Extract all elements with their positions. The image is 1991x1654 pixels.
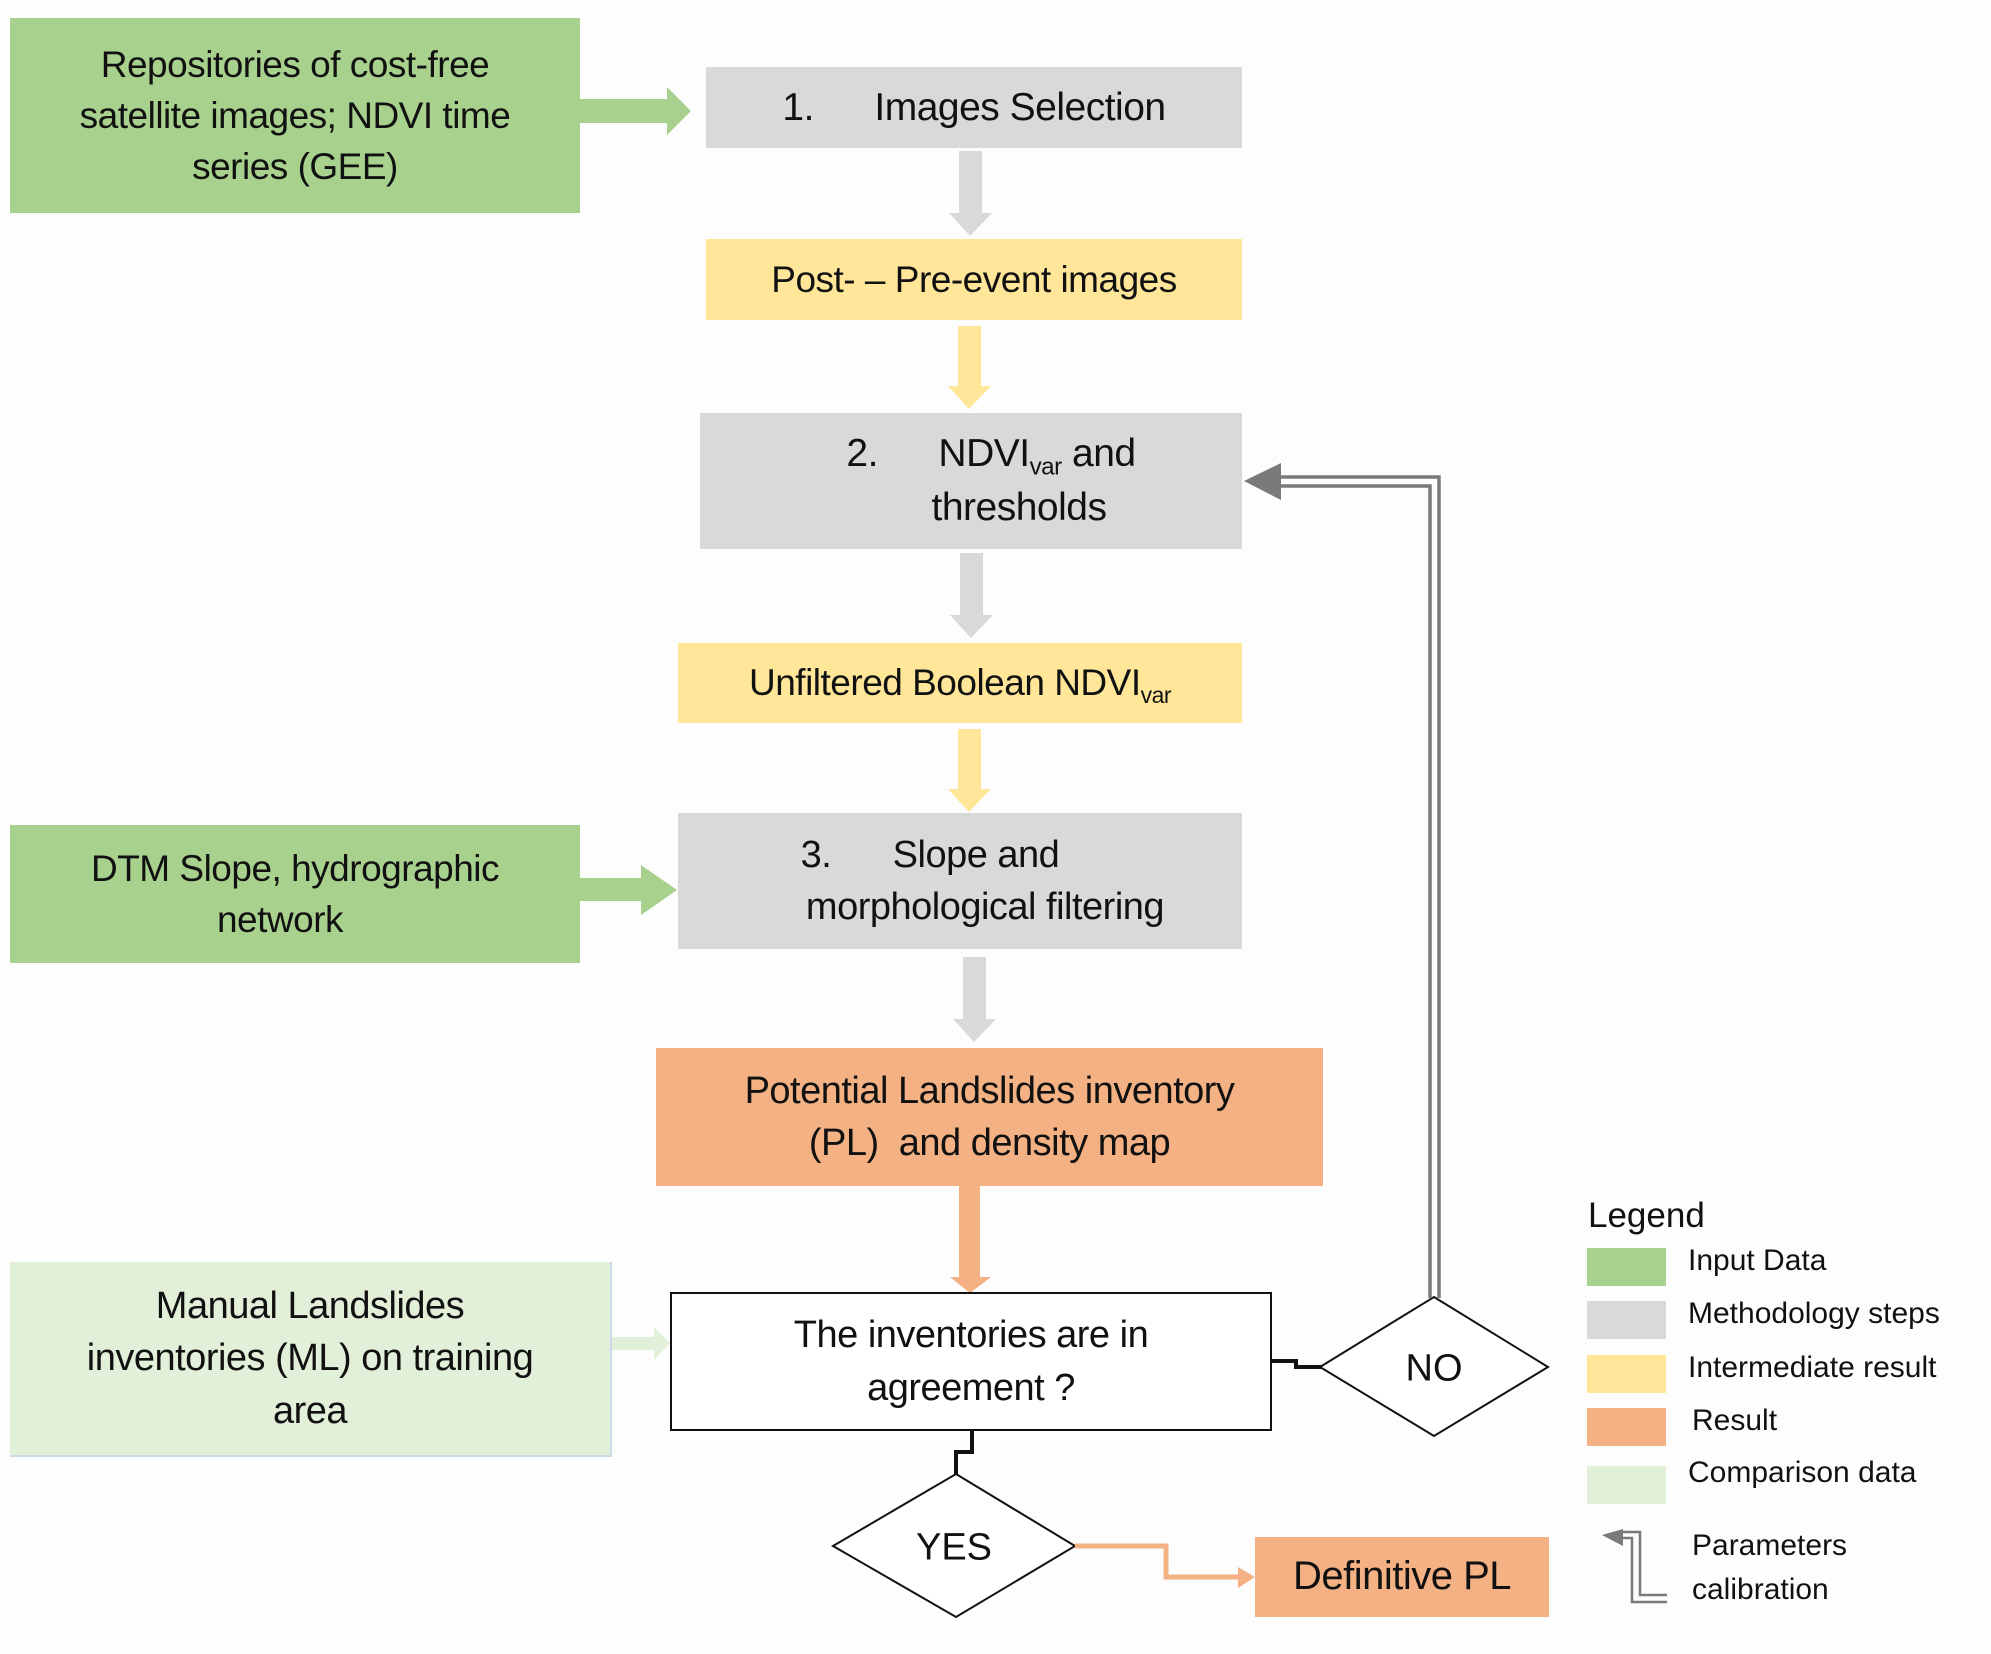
legend-title: Legend xyxy=(1588,1196,1705,1235)
legend-calibration-line-2: calibration xyxy=(1692,1573,1829,1606)
step-label: Images Selection xyxy=(874,85,1166,129)
arrow-potential-to-decision xyxy=(950,1186,991,1293)
yes-diamond xyxy=(831,1472,1077,1619)
potential-line-2: (PL) and density map xyxy=(808,1122,1171,1164)
no-diamond xyxy=(1318,1295,1550,1438)
node-potential-inventory: Potential Landslides inventory (PL) and … xyxy=(656,1048,1323,1186)
manual-line-3: area xyxy=(272,1389,348,1432)
legend-swatch xyxy=(1587,1248,1666,1286)
arrow-dtm-to-slope xyxy=(580,865,677,915)
arrow-ndvi-to-unfiltered xyxy=(950,553,993,638)
arrow-selection-to-post-pre xyxy=(949,151,992,236)
repositories-line-3: series (GEE) xyxy=(192,146,398,188)
legend-calibration-line-1: Parameters xyxy=(1692,1529,1848,1562)
dtm-line-1: DTM Slope, hydrographic xyxy=(90,847,500,889)
legend-swatch xyxy=(1587,1301,1666,1339)
potential-line-1: Potential Landslides inventory xyxy=(744,1069,1235,1112)
node-ndvi-thresholds: 2. NDVIvar and thresholds xyxy=(700,413,1242,549)
double-line-arrow-icon xyxy=(1602,1529,1667,1604)
legend-swatch xyxy=(1587,1355,1666,1393)
manual-line-1: Manual Landslides xyxy=(155,1284,465,1327)
repositories-line-2: satellite images; NDVI time xyxy=(79,94,511,136)
legend-label: Intermediate result xyxy=(1688,1351,1937,1384)
slope-line-2: morphological filtering xyxy=(805,886,1165,928)
ndvi-main: NDVI xyxy=(938,432,1030,476)
connector-decision-to-no xyxy=(1272,1359,1321,1369)
step-number: 1. xyxy=(782,85,814,129)
arrow-yes-to-definitive xyxy=(1075,1543,1255,1588)
node-agreement-check: The inventories are in agreement ? xyxy=(670,1292,1272,1431)
step-number: 2. xyxy=(846,432,878,476)
node-dtm-slope: DTM Slope, hydrographic network xyxy=(10,825,580,963)
repositories-line-1: Repositories of cost-free xyxy=(100,43,490,85)
unfiltered-subscript: var xyxy=(1140,682,1172,709)
connector-decision-to-yes xyxy=(954,1431,974,1474)
node-repositories: Repositories of cost-free satellite imag… xyxy=(10,18,580,213)
yes-label: YES xyxy=(915,1526,993,1569)
agreement-line-1: The inventories are in xyxy=(793,1314,1149,1357)
legend-swatch xyxy=(1587,1466,1666,1504)
manual-line-2: inventories (ML) on training xyxy=(86,1337,534,1380)
arrow-unfiltered-to-slope xyxy=(948,729,991,812)
arrow-repositories-to-selection xyxy=(580,87,691,135)
legend-label: Methodology steps xyxy=(1688,1297,1940,1330)
arrow-post-pre-to-ndvi xyxy=(948,326,991,409)
node-manual-inventories: Manual Landslides inventories (ML) on tr… xyxy=(10,1262,612,1457)
legend-label: Result xyxy=(1692,1404,1778,1437)
unfiltered-main: Unfiltered Boolean NDVI xyxy=(749,662,1141,704)
calibration-feedback-arrow xyxy=(1244,463,1441,1298)
dtm-line-2: network xyxy=(216,899,344,940)
node-definitive-pl: Definitive PL xyxy=(1255,1537,1549,1617)
agreement-line-2: agreement ? xyxy=(867,1366,1075,1409)
ndvi-after: and xyxy=(1061,432,1136,476)
ndvi-line-2: thresholds xyxy=(931,486,1107,529)
slope-line-1: Slope and xyxy=(892,833,1060,876)
definitive-pl-label: Definitive PL xyxy=(1292,1554,1512,1599)
node-images-selection: 1. Images Selection xyxy=(706,67,1242,148)
legend-swatch xyxy=(1587,1408,1666,1446)
legend-label: Comparison data xyxy=(1688,1456,1917,1489)
post-pre-event-label: Post- – Pre-event images xyxy=(771,258,1177,300)
no-label: NO xyxy=(1405,1347,1463,1390)
arrow-slope-to-potential xyxy=(953,957,996,1042)
arrow-manual-to-decision xyxy=(612,1327,670,1360)
legend-label: Input Data xyxy=(1688,1244,1827,1277)
node-post-pre-event: Post- – Pre-event images xyxy=(706,239,1242,320)
node-slope-filtering: 3. Slope and morphological filtering xyxy=(678,813,1242,949)
ndvi-subscript: var xyxy=(1029,453,1063,481)
node-unfiltered-boolean: Unfiltered Boolean NDVIvar xyxy=(678,643,1242,723)
step-number: 3. xyxy=(800,833,832,876)
